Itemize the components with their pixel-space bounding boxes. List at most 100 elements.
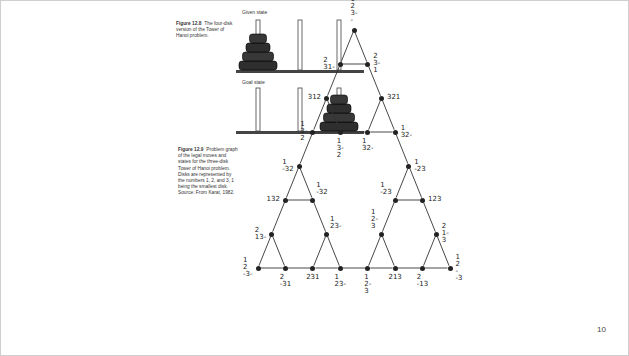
move-edge: [424, 202, 436, 231]
peg: [298, 88, 302, 131]
state-vertex: 1 32-: [393, 130, 398, 135]
move-edge: [259, 236, 271, 265]
move-edge: [370, 132, 392, 133]
state-label: 1 -32: [316, 182, 317, 196]
move-edge: [396, 134, 408, 163]
caption-block: Figure 12.8The four-disk version of the …: [176, 21, 238, 40]
state-label: 1 23-: [330, 216, 331, 230]
state-vertex: 1 23-: [324, 232, 329, 237]
move-edge: [382, 202, 394, 231]
state-vertex: 1 2 3--: [352, 28, 357, 33]
state-label: Given state: [242, 9, 267, 15]
state-label: 1 32-: [362, 138, 363, 152]
state-vertex: 2 -13: [420, 266, 425, 271]
state-vertex: 1 3-2: [310, 130, 315, 135]
disk: [246, 43, 270, 52]
state-label: 2 13-: [255, 227, 256, 241]
state-vertex: 1 2-3: [365, 266, 370, 271]
state-label: 2 3-1: [373, 53, 374, 74]
state-label: 1 -23: [380, 182, 381, 196]
state-label: 1 2 3--: [351, 0, 352, 24]
state-vertex: 1 23-: [338, 266, 343, 271]
goal-state-pegs: [236, 88, 364, 134]
state-label: 231: [306, 274, 307, 281]
figure-number: Figure 12.9: [178, 147, 203, 152]
state-label: 1 2 --3: [456, 254, 457, 282]
move-edge: [273, 236, 285, 265]
state-vertex: 231: [310, 266, 315, 271]
state-vertex: 213: [393, 266, 398, 271]
state-label: 1 2-3: [371, 209, 372, 230]
move-edge: [425, 268, 447, 269]
move-edge: [398, 268, 420, 269]
state-vertex: 1 2 -3-: [256, 266, 261, 271]
move-edge: [314, 202, 326, 231]
state-label: 1 2 -3-: [243, 257, 244, 278]
move-edge: [328, 236, 340, 265]
state-label: 1 23-: [335, 274, 336, 288]
move-edge: [300, 168, 312, 197]
move-edge: [343, 268, 365, 269]
state-vertex: 2 3-1: [365, 62, 370, 67]
state-vertex: 1 2 --3: [448, 266, 453, 271]
state-vertex: 312: [324, 96, 329, 101]
state-label: 321: [387, 94, 388, 101]
move-edge: [261, 268, 283, 269]
state-label: 2 1-3: [442, 223, 443, 244]
disk: [243, 52, 274, 61]
move-edge: [355, 32, 367, 61]
state-vertex: 1 2-3: [379, 232, 384, 237]
page-number: 10: [597, 325, 606, 334]
figure-caption: Problem graph of the legal moves and sta…: [178, 147, 238, 195]
peg: [256, 88, 260, 131]
state-vertex: 2 31-: [338, 62, 343, 67]
state-vertex: 1 32-: [365, 130, 370, 135]
state-vertex: 1 -32: [310, 198, 315, 203]
state-label: 2 -31: [280, 274, 281, 288]
move-edge: [369, 100, 381, 129]
state-label: 312: [308, 94, 309, 101]
caption-block: Figure 12.9Problem graph of the legal mo…: [178, 147, 238, 197]
disk: [250, 34, 267, 43]
state-label: 1 -32: [282, 159, 283, 173]
move-edge: [410, 168, 422, 197]
state-vertex: 1 -23: [393, 198, 398, 203]
move-edge: [286, 168, 298, 197]
move-edge: [341, 32, 353, 61]
state-vertex: 2 1-3: [434, 232, 439, 237]
state-label: 213: [388, 274, 389, 281]
move-edge: [273, 202, 285, 231]
state-vertex: 123: [420, 198, 425, 203]
state-vertex: 1 -23: [406, 164, 411, 169]
move-edge: [369, 66, 381, 95]
state-label: Goal state: [242, 79, 265, 85]
move-edge: [382, 236, 394, 265]
state-vertex: 321: [379, 96, 384, 101]
state-vertex: 2 13-: [269, 232, 274, 237]
peg: [298, 20, 302, 70]
move-edge: [328, 66, 340, 95]
state-label: 123: [428, 196, 429, 203]
move-edge: [398, 200, 420, 201]
move-edge: [370, 268, 392, 269]
move-edge: [300, 134, 312, 163]
move-edge: [314, 236, 326, 265]
move-edge: [424, 236, 436, 265]
peg-base: [236, 131, 364, 134]
state-vertex: 1 -32: [297, 164, 302, 169]
move-edge: [328, 100, 340, 129]
state-label: 1 3-2: [337, 138, 338, 159]
state-label: 2 -13: [417, 274, 418, 288]
move-edge: [343, 64, 365, 65]
move-edge: [288, 200, 310, 201]
state-vertex: 132: [283, 198, 288, 203]
figure-number: Figure 12.8: [176, 21, 201, 26]
move-edge: [314, 100, 326, 129]
peg-base: [236, 70, 364, 73]
move-edge: [437, 236, 449, 265]
state-label: 1 32-: [401, 125, 402, 139]
state-label: 132: [267, 196, 268, 203]
